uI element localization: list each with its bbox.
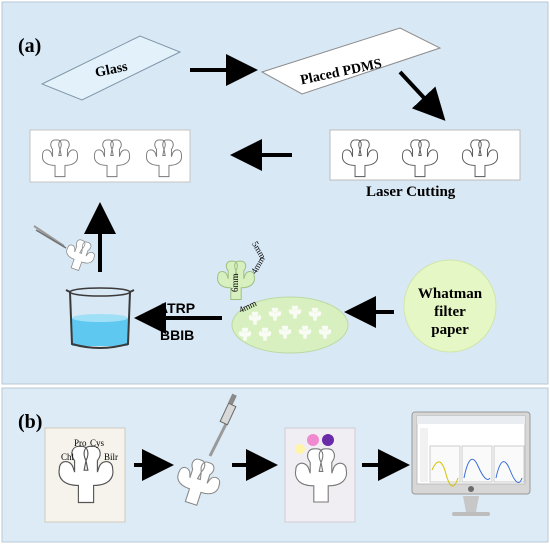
- laser-label: Laser Cutting: [366, 184, 456, 200]
- cutout-devices: [29, 129, 191, 183]
- atrp-label: ATRP: [158, 300, 195, 316]
- panel-b-label: (b): [18, 411, 42, 433]
- dot-yellow: [295, 444, 305, 454]
- glass-label: Glass: [94, 59, 130, 81]
- zone-cys-label: Cys: [90, 438, 105, 448]
- labeled-device-card: Chl Pro Cys Bilr: [44, 427, 126, 523]
- panel-a-label: (a): [18, 35, 41, 57]
- dot-pink: [307, 434, 319, 446]
- whatman-disc: Whatman filter paper: [403, 259, 497, 353]
- colored-device-card: [284, 427, 356, 523]
- whatman-line3: paper: [431, 322, 469, 338]
- tweezers-icon: [33, 225, 99, 275]
- glass-slide: Glass: [40, 35, 182, 101]
- computer-monitor-icon: [411, 411, 531, 516]
- zone-chl-label: Chl: [61, 452, 75, 462]
- dim-left-label: 6mm: [230, 273, 240, 292]
- whatman-line2: filter: [434, 304, 466, 320]
- laser-cut-sheet: [329, 129, 521, 181]
- beaker-icon: [65, 287, 135, 349]
- zone-pro-label: Pro: [74, 438, 87, 448]
- whatman-line1: Whatman: [418, 286, 483, 302]
- apple-logo-icon: [468, 486, 474, 492]
- pipette-icon: [170, 393, 237, 511]
- arrow-pdms-to-laser: [398, 70, 446, 121]
- dot-purple: [322, 434, 334, 446]
- bbib-label: BBIB: [160, 327, 194, 343]
- zone-bilr-label: Bilr: [104, 452, 118, 462]
